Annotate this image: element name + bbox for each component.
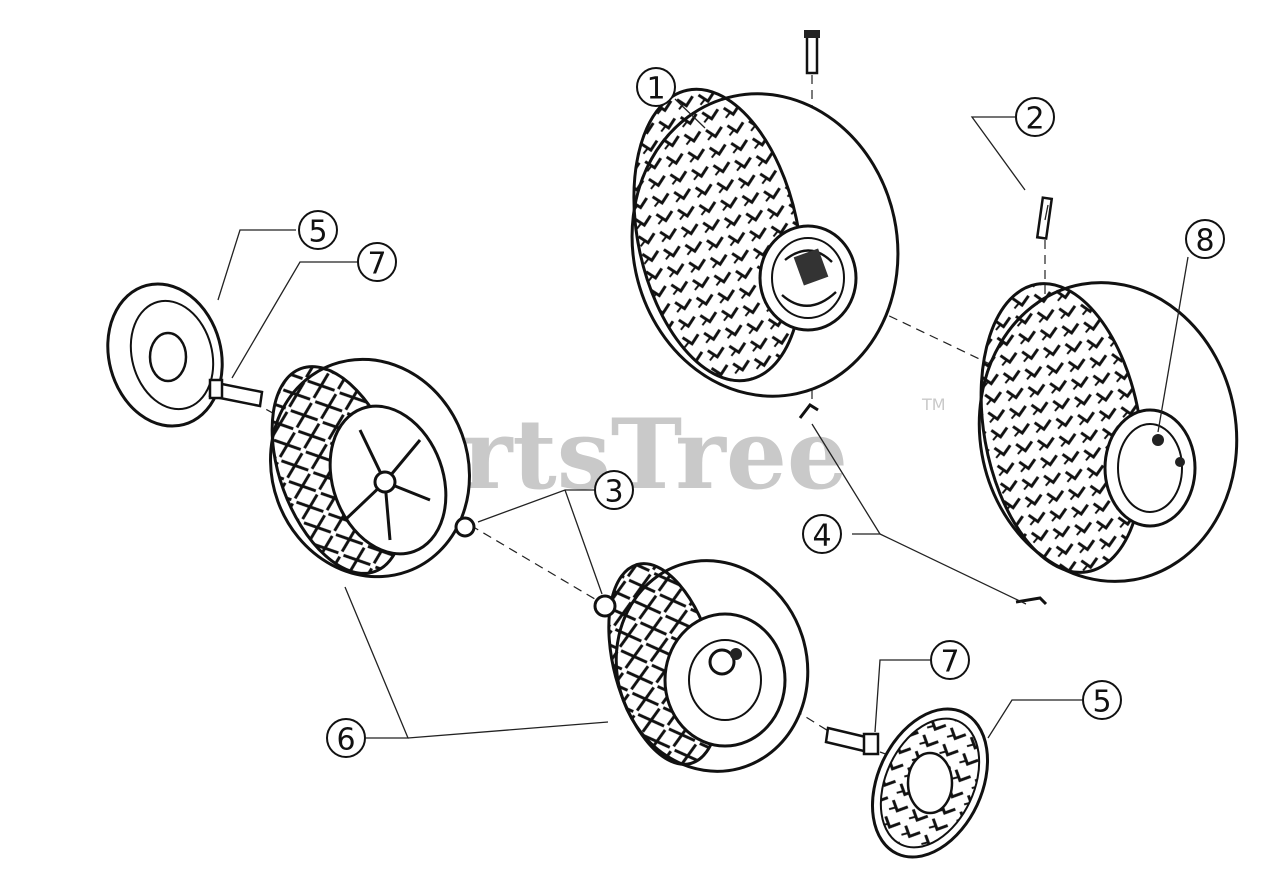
callout-6: 6 (326, 718, 366, 758)
svg-text:8: 8 (1195, 224, 1214, 259)
callout-8: 8 (1185, 219, 1225, 259)
watermark-tm: TM (921, 395, 946, 414)
callout-5-left: 5 (298, 210, 338, 250)
svg-text:5: 5 (1092, 685, 1111, 720)
callout-7-right: 7 (930, 640, 970, 680)
hubcap-left (106, 282, 224, 428)
front-wheel-left (269, 357, 471, 579)
callout-5-right: 5 (1082, 680, 1122, 720)
svg-text:3: 3 (604, 475, 623, 510)
callout-3: 3 (594, 470, 634, 510)
callout-1: 1 (636, 67, 676, 107)
callout-4: 4 (802, 514, 842, 554)
svg-text:7: 7 (367, 247, 386, 282)
hubcap-right (870, 707, 990, 859)
callout-2: 2 (1015, 97, 1055, 137)
svg-text:1: 1 (646, 72, 665, 107)
rear-wheel-1 (630, 87, 900, 398)
callout-7-left: 7 (357, 242, 397, 282)
hardware (208, 30, 1054, 756)
svg-text:4: 4 (812, 519, 831, 554)
svg-text:6: 6 (336, 723, 355, 758)
svg-text:7: 7 (940, 645, 959, 680)
svg-text:2: 2 (1025, 102, 1044, 137)
rear-wheel-8 (977, 281, 1239, 583)
svg-text:5: 5 (308, 215, 327, 250)
front-wheel-bottom (607, 559, 810, 773)
leader-lines (217, 98, 1189, 739)
